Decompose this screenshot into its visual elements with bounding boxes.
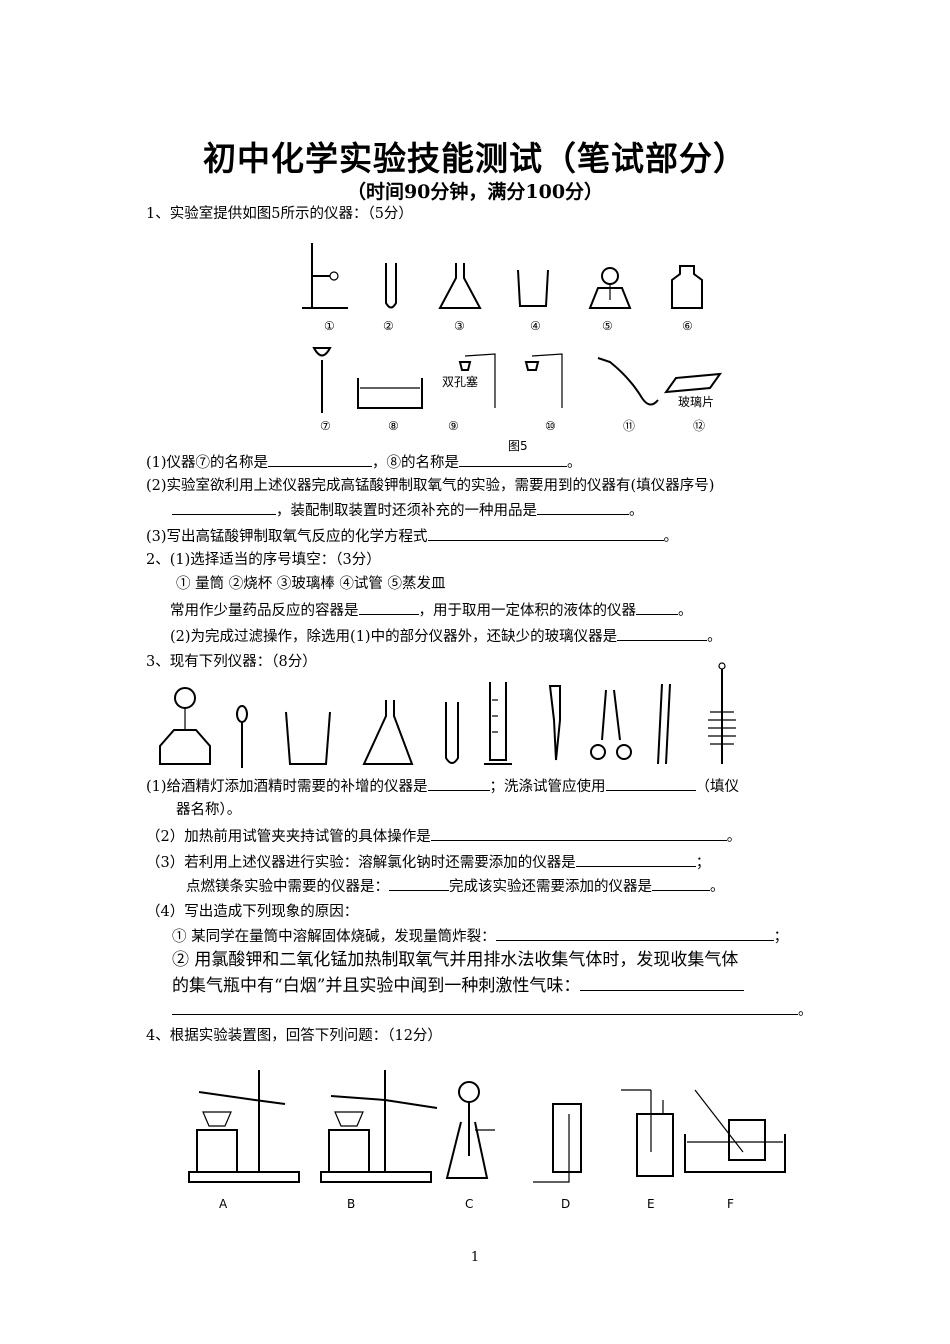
label-12: ⑫	[693, 419, 705, 433]
answer-blank[interactable]	[172, 1000, 798, 1015]
q3-part4-1: ① 某同学在量筒中溶解固体烧碱，发现量筒炸裂：；	[172, 926, 788, 947]
long-neck-funnel-icon	[312, 347, 332, 413]
q3-part4: （4）写出造成下列现象的原因：	[146, 904, 359, 920]
label-e: E	[647, 1197, 655, 1211]
water-trough-icon	[357, 378, 423, 409]
label-7: ⑦	[320, 419, 331, 433]
label-4: ④	[530, 319, 541, 333]
answer-blank[interactable]	[575, 852, 696, 867]
label-9: ⑨	[448, 419, 459, 433]
answer-blank[interactable]	[636, 600, 678, 615]
answer-blank[interactable]	[427, 776, 490, 791]
label-b: B	[347, 1197, 355, 1211]
label-5: ⑤	[602, 319, 613, 333]
crucible-tongs-icon	[590, 689, 632, 760]
q3-part4-2: ② 用氯酸钾和二氧化锰加热制取氧气并用排水法收集气体时，发现收集气体	[172, 950, 739, 970]
alcohol-lamp-icon	[588, 267, 632, 309]
two-hole-stopper-icon	[458, 353, 496, 408]
q2-stem: 2、(1)选择适当的序号填空：（3分）	[146, 552, 381, 568]
q2-options: ① 量筒 ②烧杯 ③玻璃棒 ④试管 ⑤蒸发皿	[176, 576, 446, 592]
q3-part4-2-line3: 。	[172, 1000, 813, 1021]
q1-part1: (1)仪器⑦的名称是，⑧的名称是。	[146, 452, 582, 473]
stopper-tube-icon	[524, 353, 563, 408]
q2-line2: (2)为完成过滤操作，除选用(1)中的部分仪器外，还缺少的玻璃仪器是。	[170, 626, 722, 647]
q3-part1: (1)给酒精灯添加酒精时需要的补增的仪器是；洗涤试管应使用（填仪	[146, 776, 739, 797]
figure-caption: 图5	[508, 439, 528, 453]
label-shuangkongsai: 双孔塞	[442, 374, 478, 389]
medicine-spoon-icon	[548, 685, 561, 761]
label-6: ⑥	[682, 319, 693, 333]
apparatus-d-icon	[533, 1103, 582, 1183]
q1-figure: ① ② ③ ④ ⑤ ⑥ ⑦ ⑧ 双孔塞 ⑨ ⑩ ⑪ 玻璃片 ⑫ 图5	[302, 243, 723, 453]
apparatus-b-icon	[320, 1070, 438, 1183]
q1-part2-line2: ，装配制取装置时还须补充的一种用品是。	[172, 500, 644, 521]
answer-blank[interactable]	[430, 826, 727, 841]
label-f: F	[727, 1197, 734, 1211]
label-10: ⑩	[545, 419, 556, 433]
apparatus-f-icon	[684, 1089, 786, 1173]
bent-tube-icon	[597, 357, 659, 406]
alcohol-lamp-icon	[159, 687, 211, 765]
page-number: 1	[470, 1250, 480, 1265]
apparatus-a-icon	[188, 1070, 300, 1183]
answer-blank[interactable]	[459, 452, 568, 467]
conical-flask-icon	[362, 700, 414, 765]
q2-line1: 常用作少量药品反应的容器是，用于取用一定体积的液体的仪器。	[170, 600, 693, 621]
answer-blank[interactable]	[427, 526, 664, 541]
q3-part3-line2: 点燃镁条实验中需要的仪器是：完成该实验还需要添加的仪器是。	[186, 876, 725, 897]
label-3: ③	[454, 319, 465, 333]
answer-blank[interactable]	[617, 626, 708, 641]
q3-part3: （3）若利用上述仪器进行实验：溶解氯化钠时还需要添加的仪器是；	[146, 852, 710, 873]
dropper-icon	[236, 705, 248, 768]
test-tube-brush-icon	[708, 662, 736, 764]
q3-figure	[159, 662, 736, 768]
q3-part1-line2: 器名称）。	[176, 802, 242, 818]
q4-stem: 4、根据实验装置图，回答下列问题：（12分）	[146, 1028, 442, 1044]
label-c: C	[465, 1197, 473, 1211]
glass-slide-icon	[663, 372, 723, 394]
test-tube-holder-icon	[657, 683, 671, 765]
apparatus-c-icon	[445, 1081, 495, 1179]
answer-blank[interactable]	[580, 974, 745, 991]
answer-blank[interactable]	[495, 926, 774, 941]
q4-figure: A B C D E F	[188, 1070, 786, 1211]
beaker-icon	[517, 269, 549, 307]
apparatus-e-icon	[621, 1089, 674, 1177]
label-2: ②	[383, 319, 394, 333]
q1-part3: (3)写出高锰酸钾制取氧气反应的化学方程式。	[146, 526, 678, 547]
conical-flask-icon	[438, 263, 482, 309]
q3-part2: （2）加热前用试管夹夹持试管的具体操作是。	[146, 826, 741, 847]
answer-blank[interactable]	[268, 452, 373, 467]
answer-blank[interactable]	[537, 500, 629, 515]
label-d: D	[561, 1197, 570, 1211]
label-8: ⑧	[388, 419, 399, 433]
measuring-cylinder-icon	[484, 682, 512, 765]
answer-blank[interactable]	[358, 600, 419, 615]
q1-part2: (2)实验室欲利用上述仪器完成高锰酸钾制取氧气的实验，需要用到的仪器有(填仪器序…	[146, 478, 715, 494]
page-subtitle: （时间90分钟，满分100分）	[346, 181, 604, 203]
test-tube-icon	[385, 263, 397, 309]
q1-stem: 1、实验室提供如图5所示的仪器：（5分）	[146, 206, 413, 222]
page-title: 初中化学实验技能测试（笔试部分）	[203, 139, 747, 178]
answer-blank[interactable]	[389, 876, 449, 891]
label-a: A	[219, 1197, 228, 1211]
label-1: ①	[324, 319, 335, 333]
beaker-icon	[285, 711, 331, 765]
answer-blank[interactable]	[605, 776, 696, 791]
answer-blank[interactable]	[172, 500, 276, 515]
label-11: ⑪	[623, 419, 635, 433]
test-tube-icon	[445, 702, 459, 764]
answer-blank[interactable]	[652, 876, 710, 891]
reagent-bottle-icon	[671, 265, 703, 309]
q3-stem: 3、现有下列仪器：（8分）	[146, 654, 317, 670]
iron-stand-icon	[302, 243, 348, 309]
q3-part4-2-line2: 的集气瓶中有“白烟”并且实验中闻到一种刺激性气味：	[172, 974, 745, 998]
label-boli: 玻璃片	[678, 395, 714, 409]
